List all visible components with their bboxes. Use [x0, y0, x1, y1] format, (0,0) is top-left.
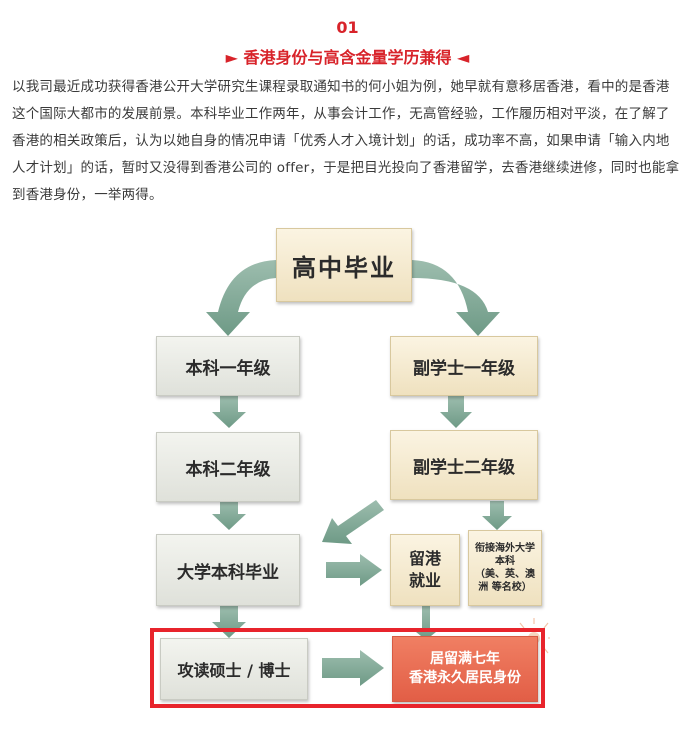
down-arrow-left-1	[212, 396, 246, 428]
down-arrow-right-1	[440, 396, 472, 428]
right-arrow-permanent	[322, 650, 384, 686]
box-undergrad-year-1: 本科一年级	[156, 336, 300, 396]
box-associate-year-1: 副学士一年级	[390, 336, 538, 396]
body-paragraph: 以我司最近成功获得香港公开大学研究生课程录取通知书的何小姐为例，她早就有意移居香…	[12, 79, 680, 203]
box-high-school: 高中毕业	[276, 228, 412, 302]
box-overseas-university: 衔接海外大学 本科 （美、英、澳 洲 等名校）	[468, 530, 542, 606]
down-arrow-stay	[416, 606, 436, 640]
box-associate-year-2: 副学士二年级	[390, 430, 538, 500]
curved-arrow-left	[206, 260, 276, 336]
section-number: 01	[336, 18, 359, 37]
section-heading: ► 香港身份与高含金量学历兼得 ◄	[225, 48, 470, 67]
down-arrow-left-2	[212, 501, 246, 530]
highlight-frame	[150, 628, 545, 708]
down-arrow-right-2	[482, 501, 512, 530]
diagonal-arrow	[322, 500, 384, 544]
box-permanent-resident: 居留满七年 香港永久居民身份	[392, 636, 538, 702]
box-masters-phd: 攻读硕士 / 博士	[160, 638, 308, 700]
pathway-flowchart: 高中毕业 本科一年级 本科二年级 大学本科毕业 攻读硕士 / 博士 副学士一年级…	[150, 218, 550, 716]
box-stay-work: 留港 就业	[390, 534, 460, 606]
curved-arrow-right	[412, 260, 500, 336]
box-undergrad-year-2: 本科二年级	[156, 432, 300, 502]
box-undergrad-graduate: 大学本科毕业	[156, 534, 300, 606]
right-arrow-stay	[326, 554, 382, 586]
